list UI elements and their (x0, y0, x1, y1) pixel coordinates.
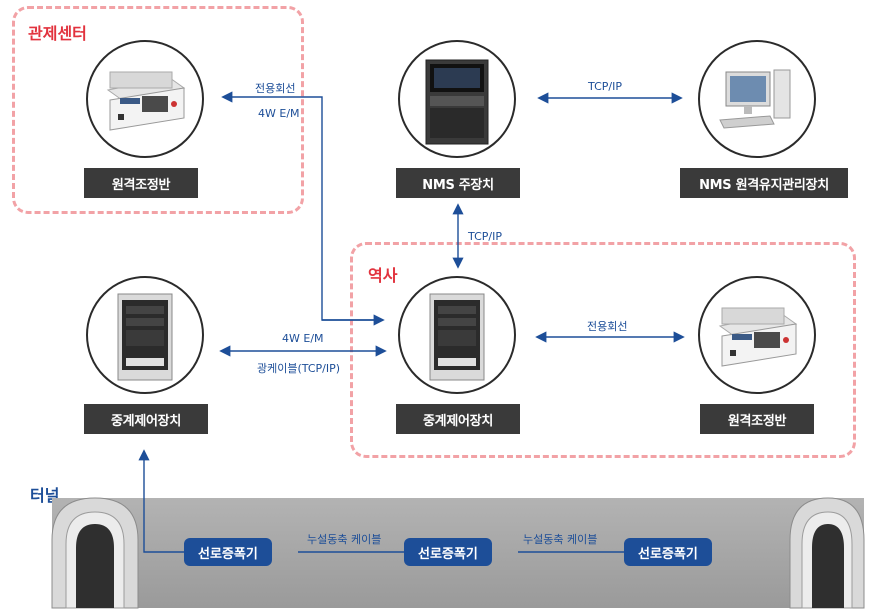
nms-main-label: NMS 주장치 (396, 168, 520, 198)
fiber-middle-caption: 광케이블(TCP/IP) (257, 362, 341, 375)
relay-rack-icon (117, 293, 173, 381)
control-center-zone (12, 6, 304, 214)
remote-panel-right-image (698, 276, 816, 394)
nms-main-image (398, 40, 516, 158)
remote-panel-top-label: 원격조정반 (84, 168, 198, 198)
relay-center-label: 중계제어장치 (396, 404, 520, 434)
control-console-icon (106, 71, 186, 131)
station-title: 역사 (368, 266, 398, 285)
line-amplifier-3: 선로증폭기 (624, 538, 712, 566)
tunnel-illustration (51, 497, 865, 609)
relay-rack-icon (429, 293, 485, 381)
line-amplifier-2: 선로증폭기 (404, 538, 492, 566)
relay-center-image (398, 276, 516, 394)
nms-remote-image (698, 40, 816, 158)
dedicated-line-top-caption: 전용회선 (255, 82, 296, 95)
relay-left-image (86, 276, 204, 394)
relay-left-label: 중계제어장치 (84, 404, 208, 434)
control-console-icon (718, 307, 798, 367)
em-middle-caption: 4W E/M (282, 332, 324, 345)
em-top-caption: 4W E/M (258, 107, 300, 120)
control-center-title: 관제센터 (28, 24, 87, 43)
remote-panel-top-image (86, 40, 204, 158)
desktop-computer-icon (719, 69, 791, 129)
nms-remote-label: NMS 원격유지관리장치 (680, 168, 848, 198)
tcpip-vertical-caption: TCP/IP (468, 230, 502, 243)
dedicated-line-station-caption: 전용회선 (587, 320, 628, 333)
line-amplifier-1: 선로증폭기 (184, 538, 272, 566)
leaky-cable-caption-1: 누설동축 케이블 (307, 533, 382, 546)
server-rack-icon (425, 59, 489, 145)
remote-panel-right-label: 원격조정반 (700, 404, 814, 434)
leaky-cable-caption-2: 누설동축 케이블 (523, 533, 598, 546)
tcpip-top-caption: TCP/IP (588, 80, 622, 93)
